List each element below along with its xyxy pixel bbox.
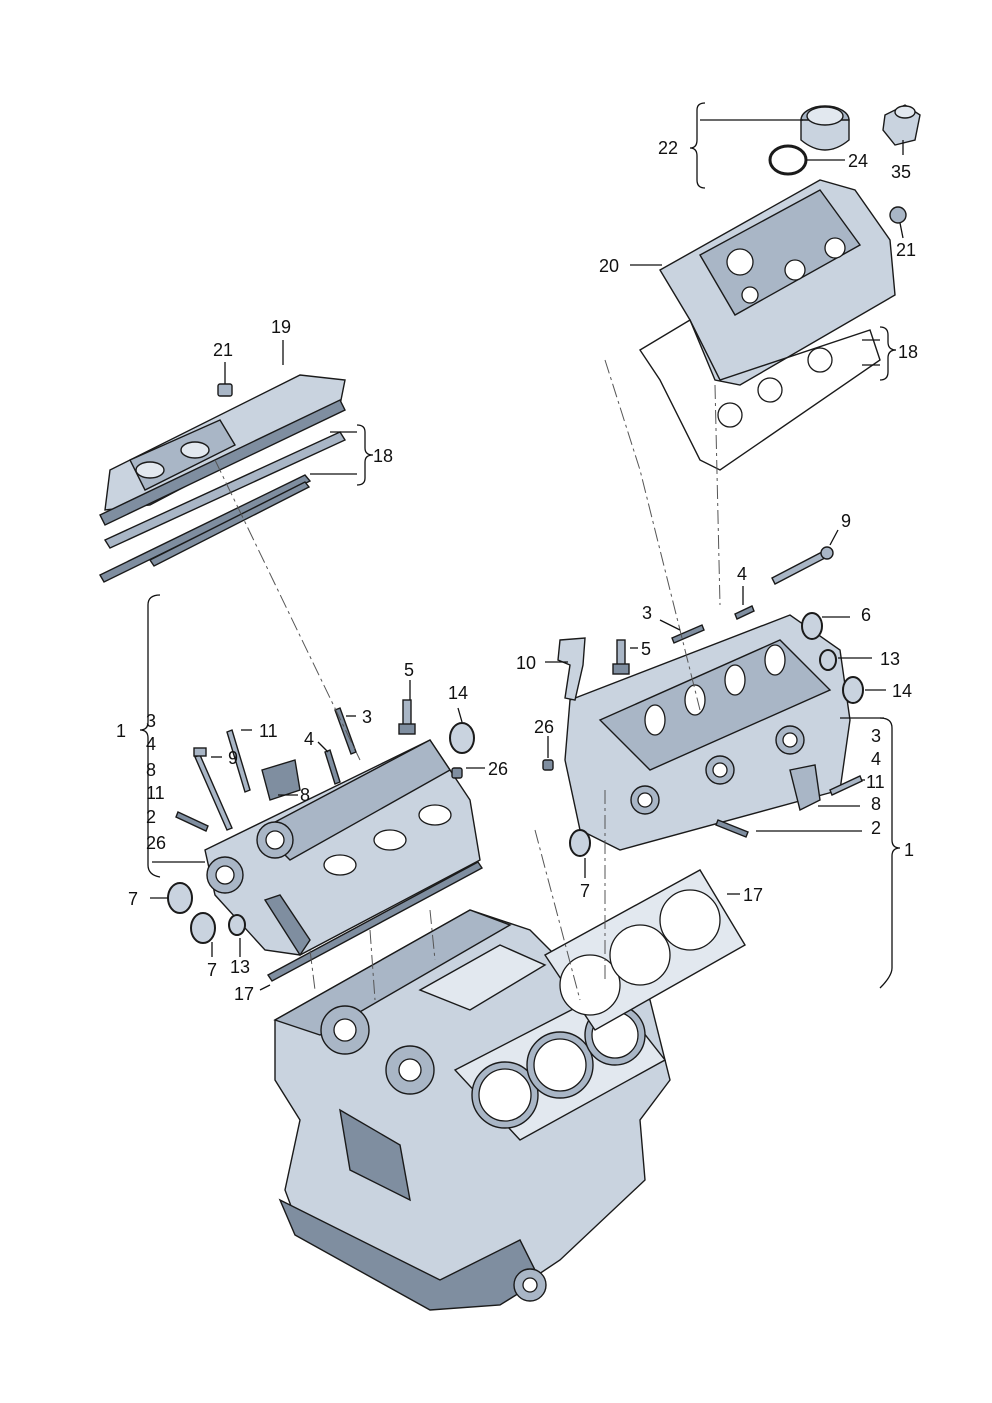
bracket-right-8 — [789, 764, 821, 812]
bracket-10 — [557, 637, 586, 701]
callout-7-right: 7 — [580, 881, 590, 901]
valve-cover-gasket-left — [99, 431, 347, 583]
seal-ring-right-13 — [819, 649, 837, 671]
valve-cover-left — [99, 374, 346, 526]
callout-26-right: 26 — [534, 717, 554, 737]
stud-right-4 — [734, 605, 755, 620]
callout-18-right: 18 — [898, 342, 918, 362]
callout-4-right: 4 — [737, 564, 747, 584]
callout-6: 6 — [861, 605, 871, 625]
callout-group-3-left: 3 — [146, 711, 156, 731]
breather-fitting — [882, 104, 921, 146]
seal-ring-right-7 — [569, 829, 591, 857]
callout-group-4-left: 4 — [146, 734, 156, 754]
callout-3-right: 3 — [642, 603, 652, 623]
callout-group-11-left: 11 — [146, 783, 165, 803]
seal-ring-left-14 — [449, 722, 475, 754]
callout-13-left: 13 — [230, 957, 250, 977]
block-cylinder-bores — [453, 989, 667, 1141]
bracket-left-8 — [261, 759, 301, 801]
callout-9-right: 9 — [841, 511, 851, 531]
cover-nut-left — [217, 383, 233, 397]
callout-26-left: 26 — [488, 759, 508, 779]
callout-2-right: 2 — [871, 818, 881, 838]
callout-22: 22 — [658, 138, 678, 158]
callout-24: 24 — [848, 151, 868, 171]
callout-1-left: 1 — [116, 721, 126, 741]
cylinder-head-left — [204, 739, 481, 957]
head-bolt-right — [771, 546, 834, 585]
callout-21-left: 21 — [213, 340, 233, 360]
stud-right-3 — [671, 624, 705, 644]
callout-11-right: 11 — [866, 772, 885, 792]
head-gasket-left — [266, 861, 484, 982]
stud-left-2 — [175, 811, 209, 832]
callout-5-right: 5 — [641, 639, 651, 659]
oil-filler-cap — [800, 105, 850, 151]
callout-17-right: 17 — [743, 885, 763, 905]
valve-cover-gasket-right — [639, 319, 881, 471]
cylinder-head-right — [564, 614, 851, 851]
callout-18-left: 18 — [373, 446, 393, 466]
callout-8-right: 8 — [871, 794, 881, 814]
valve-cover-right — [659, 179, 896, 386]
callout-group-4-right: 4 — [871, 749, 881, 769]
callout-7-left-a: 7 — [128, 889, 138, 909]
seal-ring-right-14 — [842, 676, 864, 704]
callout-7-left-b: 7 — [207, 960, 217, 980]
sensor-left-5 — [398, 699, 416, 735]
seal-ring-left-7 — [167, 882, 216, 944]
callout-3-left: 3 — [362, 707, 372, 727]
callout-20: 20 — [599, 256, 619, 276]
head-gasket-right — [543, 869, 746, 1031]
callout-5-left: 5 — [404, 660, 414, 680]
sensor-right-5 — [612, 639, 630, 675]
callout-group-2-left: 2 — [146, 807, 156, 827]
callout-14-right: 14 — [892, 681, 912, 701]
callout-19: 19 — [271, 317, 291, 337]
filler-cap-seal — [768, 144, 808, 176]
callout-group-26-left: 26 — [146, 833, 166, 853]
callout-9-left: 9 — [228, 748, 238, 768]
leader-lines — [139, 102, 904, 991]
plug-left-26 — [451, 767, 463, 779]
stud-right-2 — [715, 819, 749, 838]
callout-13-right: 13 — [880, 649, 900, 669]
plug-right-26 — [542, 759, 554, 771]
callout-10: 10 — [516, 653, 536, 673]
seal-ring-left-13 — [228, 914, 246, 936]
callout-group-3-right: 3 — [871, 726, 881, 746]
callout-4-left: 4 — [304, 729, 314, 749]
callout-14-left: 14 — [448, 683, 468, 703]
seal-ring-right-6 — [801, 612, 823, 640]
callout-labels: 22 24 35 21 20 18 21 19 18 9 4 3 6 10 5 … — [116, 138, 918, 1004]
cover-nut-right — [889, 206, 907, 224]
head-bolt-left — [193, 747, 233, 831]
callout-1-right: 1 — [904, 840, 914, 860]
callout-11-left: 11 — [259, 721, 278, 741]
callout-17-left: 17 — [234, 984, 254, 1004]
callout-8-left: 8 — [300, 785, 310, 805]
callout-21-right: 21 — [896, 240, 916, 260]
stud-left-4 — [324, 749, 341, 785]
bolt-left-11 — [226, 729, 251, 793]
bolt-right-11 — [829, 775, 863, 796]
callout-group-8-left: 8 — [146, 760, 156, 780]
callout-35: 35 — [891, 162, 911, 182]
